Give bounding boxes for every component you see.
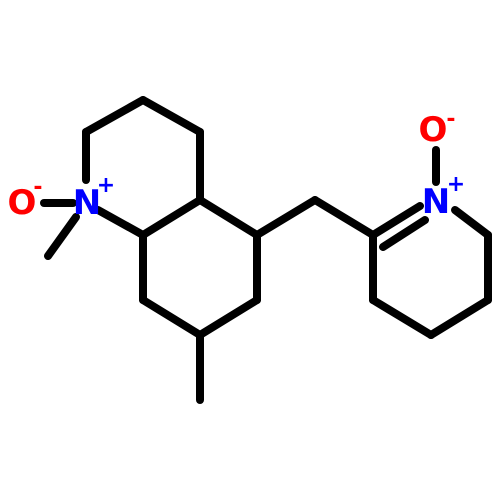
bond xyxy=(139,196,204,239)
charge-nitrogen-1: + xyxy=(97,173,115,198)
bond xyxy=(82,96,147,136)
charge-oxygen-1: - xyxy=(33,175,42,200)
atom-oxygen-2: O xyxy=(419,110,448,150)
bond xyxy=(139,296,204,339)
atom-labels: O - N + O - N + xyxy=(8,107,466,223)
bond xyxy=(196,296,261,339)
bond xyxy=(369,296,435,339)
bond xyxy=(311,196,377,239)
atom-nitrogen-2: N xyxy=(422,182,450,222)
bond xyxy=(451,206,492,239)
charge-nitrogen-2: + xyxy=(447,172,465,197)
atom-oxygen-1: O xyxy=(8,183,37,223)
charge-oxygen-2: - xyxy=(446,107,455,132)
bond xyxy=(369,202,424,239)
bond xyxy=(427,296,492,339)
bond xyxy=(196,196,261,239)
atom-nitrogen-1: N xyxy=(73,183,101,223)
bond xyxy=(253,196,319,239)
bond xyxy=(379,216,429,251)
bond xyxy=(44,213,80,260)
bond xyxy=(94,206,147,239)
bonds xyxy=(40,96,492,404)
bond xyxy=(139,96,204,136)
